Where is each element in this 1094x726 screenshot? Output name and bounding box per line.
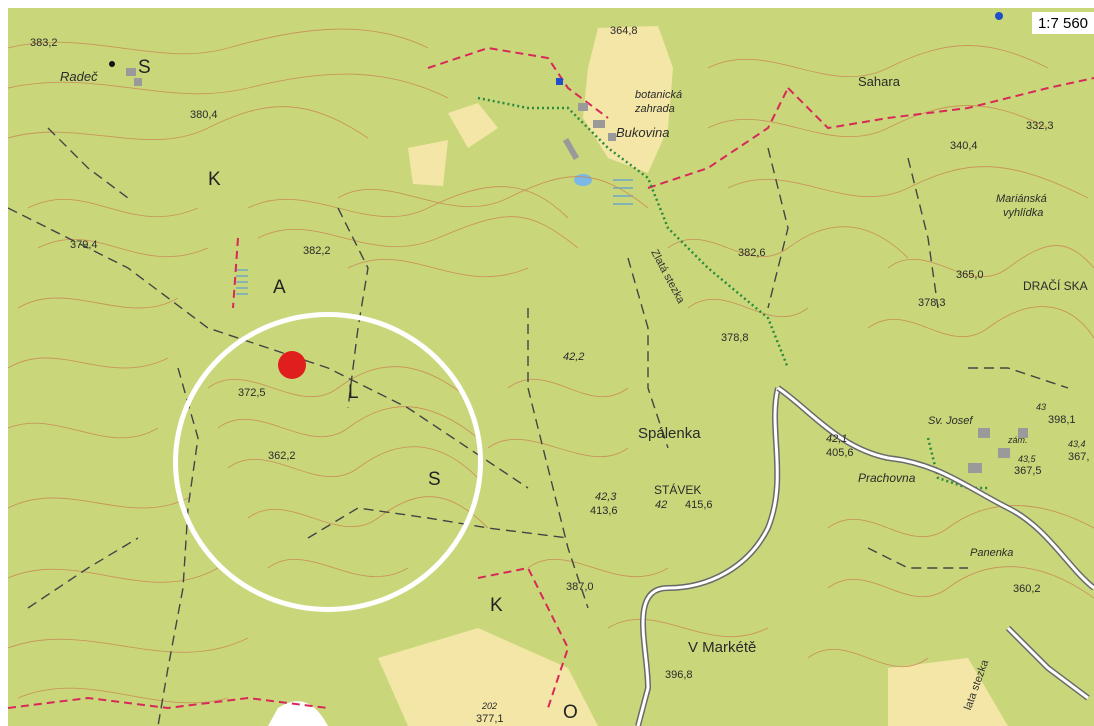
place-label: Prachovna bbox=[858, 471, 916, 485]
spot-height: 42,3 bbox=[595, 491, 617, 503]
place-label: Spálenka bbox=[638, 425, 701, 442]
focus-ring bbox=[173, 312, 483, 612]
spot-height: 360,2 bbox=[1013, 583, 1041, 595]
location-marker[interactable] bbox=[278, 351, 306, 379]
spot-height: 365,0 bbox=[956, 269, 984, 281]
spot-height: 43 bbox=[1036, 402, 1047, 412]
spot-height: 378,3 bbox=[918, 297, 946, 309]
meadow-botanic-garden bbox=[583, 26, 673, 173]
marsh bbox=[236, 179, 633, 295]
topographic-map bbox=[8, 8, 1094, 726]
spot-height: 380,4 bbox=[190, 109, 218, 121]
spot-height: 364,8 bbox=[610, 25, 638, 37]
place-label: V Markétě bbox=[688, 639, 757, 656]
spot-height: 378,8 bbox=[721, 332, 749, 344]
spot-height: 332,3 bbox=[1026, 120, 1054, 132]
spot-height: 42,2 bbox=[563, 351, 585, 363]
spot-height: 396,8 bbox=[665, 669, 693, 681]
spot-height: 405,6 bbox=[826, 447, 854, 459]
spot-height: 43,5 bbox=[1018, 454, 1036, 464]
spot-height: 387,0 bbox=[566, 581, 594, 593]
buildings bbox=[126, 68, 1028, 473]
place-label: Panenka bbox=[970, 547, 1014, 559]
chapel-dot bbox=[109, 61, 115, 67]
spot-height: 367,5 bbox=[1014, 465, 1042, 477]
place-label: Radeč bbox=[60, 69, 98, 84]
meadow-small-2 bbox=[408, 140, 448, 186]
main-road bbox=[635, 385, 1094, 726]
spot-height: 202 bbox=[482, 701, 498, 711]
range-letter: K bbox=[490, 595, 504, 616]
range-letter: K bbox=[208, 169, 222, 190]
spot-height: 340,4 bbox=[950, 140, 978, 152]
spot-height: 413,6 bbox=[590, 505, 618, 517]
meadow-small-1 bbox=[448, 103, 498, 148]
forest-area bbox=[8, 8, 1094, 726]
spot-height: 367, bbox=[1068, 451, 1090, 463]
spot-height: 42,1 bbox=[826, 433, 848, 445]
meadow-southeast bbox=[888, 658, 1008, 726]
place-label: botanická bbox=[635, 89, 683, 101]
place-label: vyhlídka bbox=[1003, 207, 1044, 219]
contour-lines bbox=[8, 28, 1094, 704]
spot-height: 43,4 bbox=[1068, 439, 1086, 449]
poi-square bbox=[556, 78, 563, 85]
spot-height: 382,2 bbox=[303, 245, 331, 257]
place-label: STÁVEK bbox=[654, 483, 702, 497]
clearing-white bbox=[268, 701, 328, 726]
place-label: DRAČÍ SKA bbox=[1023, 279, 1088, 293]
range-letter: A bbox=[273, 277, 287, 298]
marked-trail-green bbox=[477, 96, 988, 490]
range-letter: O bbox=[563, 702, 579, 723]
pond bbox=[574, 174, 592, 186]
spot-height: 383,2 bbox=[30, 37, 58, 49]
poi-dot bbox=[995, 12, 1003, 20]
place-label: Sv. Josef bbox=[928, 415, 973, 427]
meadow-south bbox=[378, 628, 598, 726]
place-label: Sahara bbox=[858, 74, 900, 89]
place-label: zahrada bbox=[635, 103, 675, 115]
place-label: Mariánská bbox=[996, 193, 1047, 205]
boundary-lines bbox=[8, 46, 1094, 710]
place-label: Bukovina bbox=[616, 125, 670, 140]
spot-height: 379,4 bbox=[70, 239, 98, 251]
spot-height: 382,6 bbox=[738, 247, 766, 259]
scale-indicator: 1:7 560 bbox=[1032, 12, 1094, 34]
range-letter: S bbox=[138, 57, 152, 78]
place-label: zám. bbox=[1008, 435, 1028, 445]
spot-height: 415,6 bbox=[685, 499, 713, 511]
map-canvas[interactable]: S K A L S K O Radeč Sahara botanická zah… bbox=[8, 8, 1094, 726]
spot-height: 42 bbox=[655, 499, 668, 511]
spot-height: 377,1 bbox=[476, 713, 504, 725]
spot-height: 398,1 bbox=[1048, 414, 1076, 426]
